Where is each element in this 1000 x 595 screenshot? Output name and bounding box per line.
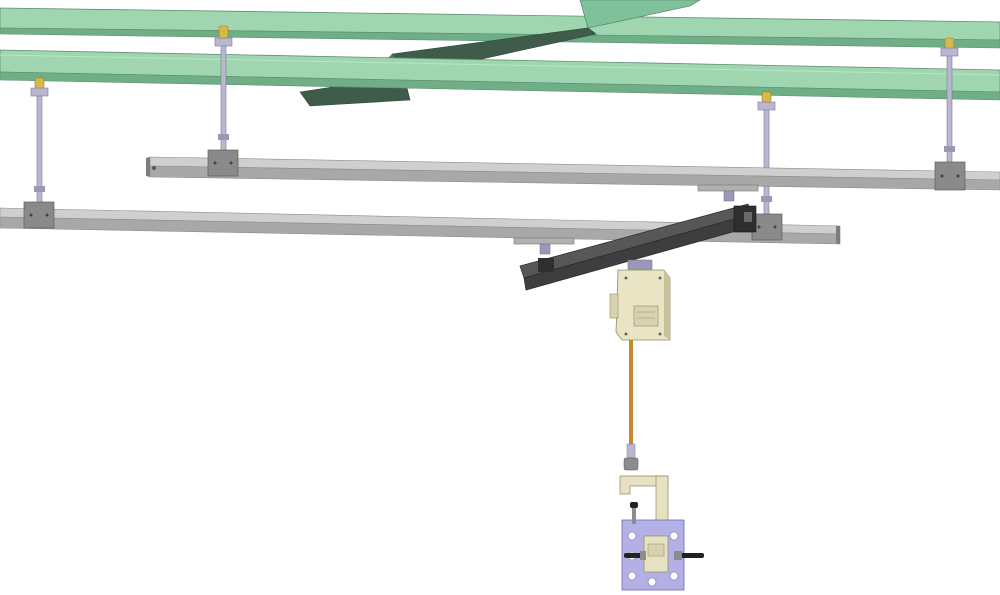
clamp-handle-left: [624, 551, 646, 560]
clamp-handle-top: [630, 502, 638, 524]
lifting-fixture: [619, 475, 704, 591]
hanger-rod-4: [940, 37, 959, 165]
rail-bracket-4: [934, 161, 966, 191]
rail-bracket-3: [751, 213, 783, 241]
runway-rail-back: [146, 156, 1000, 191]
runway-rails: [0, 156, 1000, 245]
ceiling-beam-back: [0, 7, 1000, 49]
hanger-rod-1: [30, 77, 49, 205]
end-truck-front: [513, 237, 575, 255]
end-trucks: [513, 184, 759, 255]
clamp-handle-right: [674, 551, 704, 560]
rail-brackets: [23, 149, 966, 241]
hoist-cable: [623, 340, 639, 471]
rail-bracket-1: [23, 201, 55, 229]
bridge-beam: [519, 203, 757, 291]
ceiling-beam-front: [0, 49, 1000, 101]
hanger-rods: [30, 25, 959, 215]
end-truck-back: [697, 184, 759, 202]
hanger-rod-3: [757, 91, 776, 215]
rail-bracket-2: [207, 149, 239, 177]
ceiling-i-beams: [0, 0, 1000, 107]
hoist-unit: [609, 259, 671, 341]
hanger-rod-2: [214, 25, 233, 153]
